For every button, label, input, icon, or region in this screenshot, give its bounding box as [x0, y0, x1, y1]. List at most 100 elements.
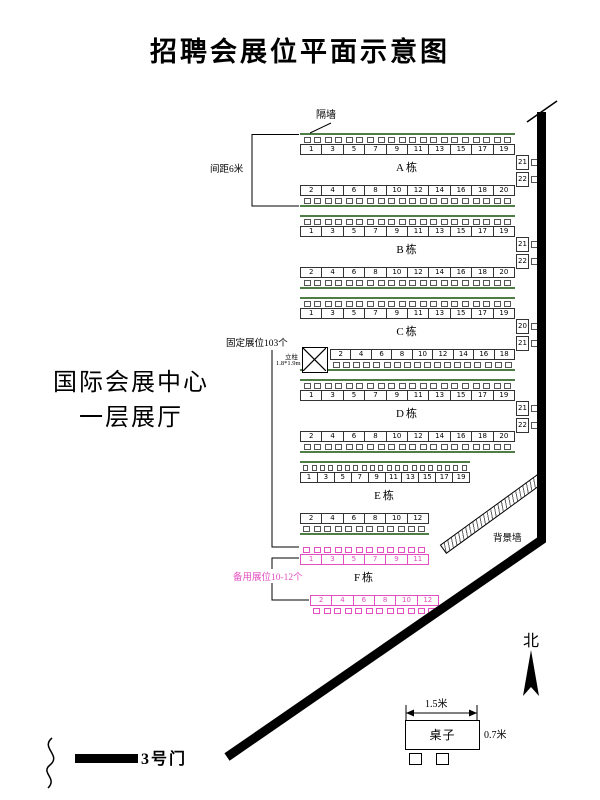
table-square — [440, 197, 448, 204]
table-square — [366, 218, 374, 225]
table-square — [483, 300, 491, 307]
booth-backline — [300, 461, 470, 463]
booth-cell: 7 — [363, 555, 385, 564]
table-square — [366, 443, 374, 450]
table-square — [398, 382, 406, 389]
table-squares-row — [300, 197, 515, 204]
table-square — [356, 300, 364, 307]
booth-cell: 8 — [391, 350, 411, 359]
table-square — [303, 279, 311, 286]
side-table-square — [531, 405, 538, 412]
block-label-C: C栋 — [396, 326, 419, 338]
booth-cell: 14 — [428, 268, 449, 277]
table-square — [303, 300, 311, 307]
table-square — [430, 382, 438, 389]
table-square — [319, 464, 325, 471]
table-square — [413, 361, 421, 368]
table-squares-row — [300, 546, 429, 553]
table-squares-row — [300, 279, 515, 286]
table-square — [388, 136, 396, 143]
table-square — [407, 546, 415, 553]
table-square — [356, 197, 364, 204]
table-square — [314, 300, 322, 307]
table-square — [366, 279, 374, 286]
booth-backline — [300, 215, 515, 217]
booth-cell: 2 — [308, 186, 314, 194]
table-square — [451, 300, 459, 307]
booth-cell: 12 — [407, 186, 428, 195]
table-square — [461, 464, 467, 471]
table-square — [493, 382, 501, 389]
table-square — [386, 607, 394, 614]
table-square — [335, 218, 343, 225]
booth-cell: 9 — [385, 309, 407, 318]
booth-backline — [300, 205, 515, 207]
booth-cell: 11 — [384, 473, 402, 482]
table-square — [493, 443, 501, 450]
table-square — [344, 464, 350, 471]
booth-cell: 2 — [308, 268, 314, 276]
booth-cell: 10 — [385, 514, 406, 523]
table-square — [398, 197, 406, 204]
table-square — [314, 279, 322, 286]
booth-cell: 10 — [385, 268, 407, 277]
gate-label: 3号门 — [141, 751, 188, 768]
block-label-B: B栋 — [396, 244, 419, 256]
table-square — [303, 443, 311, 450]
block-label-F: F栋 — [353, 572, 376, 584]
table-square — [418, 546, 426, 553]
table-square — [345, 382, 353, 389]
table-square — [483, 197, 491, 204]
booth-cell: 3 — [316, 473, 334, 482]
table-square — [353, 464, 359, 471]
booth-cell: 13 — [428, 391, 449, 400]
table-square — [353, 361, 361, 368]
table-square — [376, 546, 384, 553]
table-square — [462, 300, 469, 307]
table-square — [397, 525, 405, 532]
table-square — [314, 382, 322, 389]
table-square — [345, 197, 353, 204]
table-square — [462, 136, 469, 143]
table-square — [472, 443, 480, 450]
table-square — [383, 361, 391, 368]
table-square — [504, 361, 512, 368]
side-booth-cell: 20 — [516, 319, 529, 334]
booth-cell: 18 — [493, 350, 514, 359]
table-square — [365, 607, 373, 614]
table-square — [428, 464, 434, 471]
table-square — [324, 382, 332, 389]
table-square — [324, 218, 332, 225]
booth-backline — [300, 451, 515, 453]
table-square — [440, 136, 448, 143]
venue-line-2: 一层展厅 — [79, 404, 183, 431]
spacing-dimension-bracket — [251, 134, 299, 207]
booth-cell: 6 — [342, 268, 364, 277]
table-square — [356, 218, 364, 225]
table-square — [430, 279, 438, 286]
legend-stool-1 — [409, 753, 422, 765]
venue-label: 国际会展中心 一层展厅 — [33, 366, 229, 436]
table-square — [344, 607, 352, 614]
table-square — [377, 443, 385, 450]
table-square — [419, 279, 427, 286]
table-square — [419, 197, 427, 204]
booth-cell: 2 — [308, 514, 314, 522]
column-marker — [302, 347, 328, 373]
table-square — [451, 382, 459, 389]
table-square — [314, 443, 322, 450]
side-table-square — [531, 323, 538, 330]
table-square — [324, 525, 332, 532]
booth-cell: 14 — [428, 186, 449, 195]
table-square — [409, 443, 417, 450]
table-square — [451, 279, 459, 286]
booth-cell: 16 — [473, 350, 493, 359]
table-square — [423, 361, 431, 368]
table-square — [388, 300, 396, 307]
table-square — [355, 546, 363, 553]
table-square — [409, 197, 417, 204]
